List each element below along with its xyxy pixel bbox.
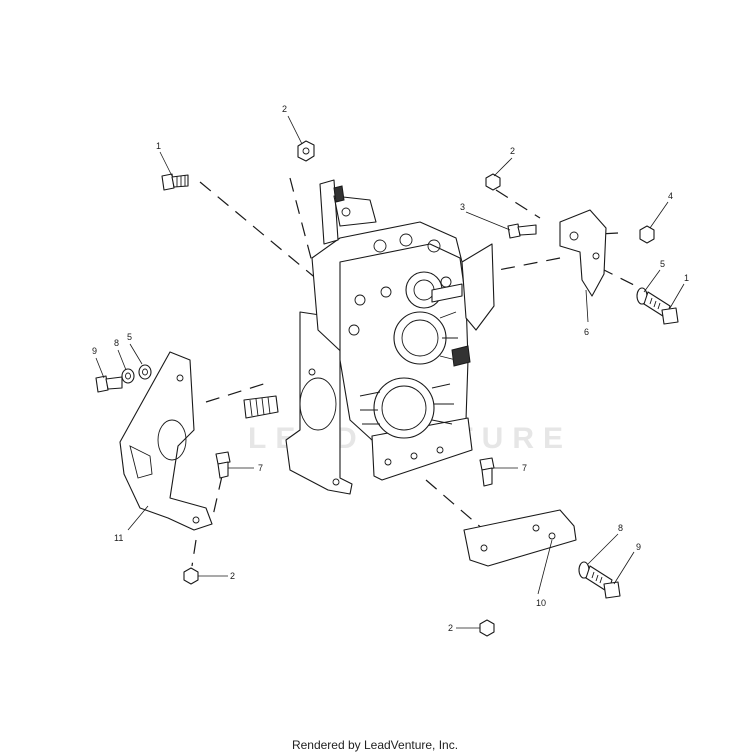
washer-item-8-left <box>121 368 135 384</box>
callout-1: 1 <box>684 273 689 283</box>
bolt-item-9-left <box>95 375 123 393</box>
top-fitting <box>333 195 377 227</box>
callout-7: 7 <box>258 463 263 473</box>
alignment-lines <box>191 177 641 567</box>
bolt-item-9-right <box>585 565 621 599</box>
callout-11: 11 <box>114 533 123 543</box>
bracket-item-6 <box>559 209 607 297</box>
callout-7: 7 <box>522 463 527 473</box>
bolt-item-1-left <box>161 173 189 191</box>
nut-item-2-right <box>485 173 501 191</box>
transaxle-assembly <box>243 179 495 495</box>
leader-lines <box>95 115 685 629</box>
callout-1: 1 <box>156 141 161 151</box>
nut-item-2-top <box>297 140 315 162</box>
callout-2: 2 <box>282 104 287 114</box>
bolt-item-3 <box>507 223 537 239</box>
callout-6: 6 <box>584 327 589 337</box>
footer-credit: Rendered by LeadVenture, Inc. <box>291 738 459 752</box>
callout-8: 8 <box>114 338 119 348</box>
bolt-item-1-right <box>643 291 679 325</box>
nut-item-4 <box>639 225 655 244</box>
callout-3: 3 <box>460 202 465 212</box>
bracket-item-11 <box>119 351 213 531</box>
callout-labels: 1 2 2 3 4 5 1 6 9 8 5 7 11 2 7 8 9 10 2 <box>92 104 689 633</box>
washer-item-5-left <box>138 364 152 380</box>
output-shaft <box>431 283 463 303</box>
callout-9: 9 <box>636 542 641 552</box>
callout-4: 4 <box>668 191 673 201</box>
callout-2: 2 <box>510 146 515 156</box>
rear-mount-bracket <box>285 311 353 495</box>
nut-item-2-bottom <box>479 619 495 637</box>
plate-item-10 <box>463 509 577 567</box>
callout-10: 10 <box>536 598 546 608</box>
callout-2: 2 <box>448 623 453 633</box>
callout-5: 5 <box>127 332 132 342</box>
bolt-item-7-left <box>215 451 231 479</box>
callout-2: 2 <box>230 571 235 581</box>
callout-5: 5 <box>660 259 665 269</box>
nut-item-2-lower-left <box>183 567 199 585</box>
side-bracket <box>461 243 495 331</box>
callout-8: 8 <box>618 523 623 533</box>
hardware <box>95 140 679 637</box>
callout-9: 9 <box>92 346 97 356</box>
axle-spline <box>243 395 279 419</box>
bolt-item-7-right <box>479 457 495 487</box>
